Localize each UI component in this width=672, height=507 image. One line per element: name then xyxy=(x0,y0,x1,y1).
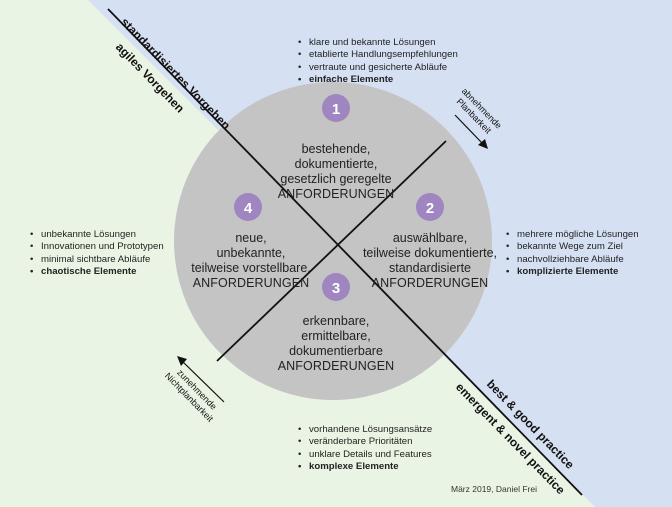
quadrant-4-line-3: teilweise vorstellbare, xyxy=(191,261,311,275)
quadrant-2-line-1: auswählbare, xyxy=(392,231,468,245)
quadrant-1-line-3: gesetzlich geregelte xyxy=(280,172,392,186)
quadrant-4-number: 4 xyxy=(244,200,253,217)
list-item: vertraute und gesicherte Abläufe xyxy=(298,62,458,75)
list-top: klare und bekannte Lösungen etablierte H… xyxy=(298,37,458,86)
list-item: bekannte Wege zum Ziel xyxy=(506,241,639,254)
quadrant-1-caps: ANFORDERUNGEN xyxy=(277,187,395,201)
list-item: unklare Details und Features xyxy=(298,449,432,462)
list-item: minimal sichtbare Abläufe xyxy=(30,254,164,267)
list-item: etablierte Handlungsempfehlungen xyxy=(298,49,458,62)
quadrant-2-line-2: teilweise dokumentierte, xyxy=(362,246,498,260)
main-diagonal-line xyxy=(107,8,583,496)
quadrant-3-badge xyxy=(322,273,350,301)
quadrant-1-line-2: dokumentierte, xyxy=(294,157,378,171)
quadrant-4-caps: ANFORDERUNGEN xyxy=(192,276,310,290)
list-left: unbekannte Lösungen Innovationen und Pro… xyxy=(30,229,164,278)
quadrant-2-caps: ANFORDERUNGEN xyxy=(371,276,489,290)
quadrant-2-number: 2 xyxy=(426,200,434,217)
quadrant-1-badge xyxy=(322,94,350,122)
quadrant-3-number: 3 xyxy=(332,280,340,297)
quadrant-2-line-3: standardisierte xyxy=(389,261,471,275)
list-item-emphasis: komplizierte Elemente xyxy=(506,266,639,279)
list-item: Innovationen und Prototypen xyxy=(30,241,164,254)
quadrant-2-badge xyxy=(416,193,444,221)
quadrant-1-line-1: bestehende, xyxy=(301,142,371,156)
list-item-emphasis: komplexe Elemente xyxy=(298,461,432,474)
planning-decrease-arrow-line xyxy=(454,114,484,145)
list-item-emphasis: einfache Elemente xyxy=(298,74,458,87)
list-item: vorhandene Lösungsansätze xyxy=(298,424,432,437)
planning-increase-arrow-head xyxy=(177,356,187,366)
list-item: unbekannte Lösungen xyxy=(30,229,164,242)
quadrant-3-line-1: erkennbare, xyxy=(302,314,370,328)
list-item: klare und bekannte Lösungen xyxy=(298,37,458,50)
quadrant-4-badge xyxy=(234,193,262,221)
quadrant-1-text: bestehende, dokumentierte, gesetzlich ge… xyxy=(256,142,416,202)
list-right: mehrere mögliche Lösungen bekannte Wege … xyxy=(506,229,639,278)
list-item: veränderbare Prioritäten xyxy=(298,436,432,449)
quadrant-2-text: auswählbare, teilweise dokumentierte, st… xyxy=(350,231,510,291)
list-item: nachvollziehbare Abläufe xyxy=(506,254,639,267)
list-item-emphasis: chaotische Elemente xyxy=(30,266,164,279)
list-item: mehrere mögliche Lösungen xyxy=(506,229,639,242)
planning-decrease-arrow-head xyxy=(478,139,488,149)
quadrant-4-line-1: neue, xyxy=(235,231,267,245)
quadrant-3-line-2: ermittelbare, xyxy=(301,329,371,343)
credit-text: März 2019, Daniel Frei xyxy=(451,484,537,494)
quadrant-4-text: neue, unbekannte, teilweise vorstellbare… xyxy=(171,231,331,291)
cross-diagonal-line xyxy=(216,140,447,362)
quadrant-3-caps: ANFORDERUNGEN xyxy=(277,359,395,373)
planning-increase-arrow-line xyxy=(181,360,225,403)
quadrant-1-number: 1 xyxy=(332,101,340,118)
quadrant-3-text: erkennbare, ermittelbare, dokumentierbar… xyxy=(256,314,416,374)
quadrant-3-line-3: dokumentierbare xyxy=(289,344,383,358)
quadrant-4-line-2: unbekannte, xyxy=(216,246,286,260)
list-bottom: vorhandene Lösungsansätze veränderbare P… xyxy=(298,424,432,473)
